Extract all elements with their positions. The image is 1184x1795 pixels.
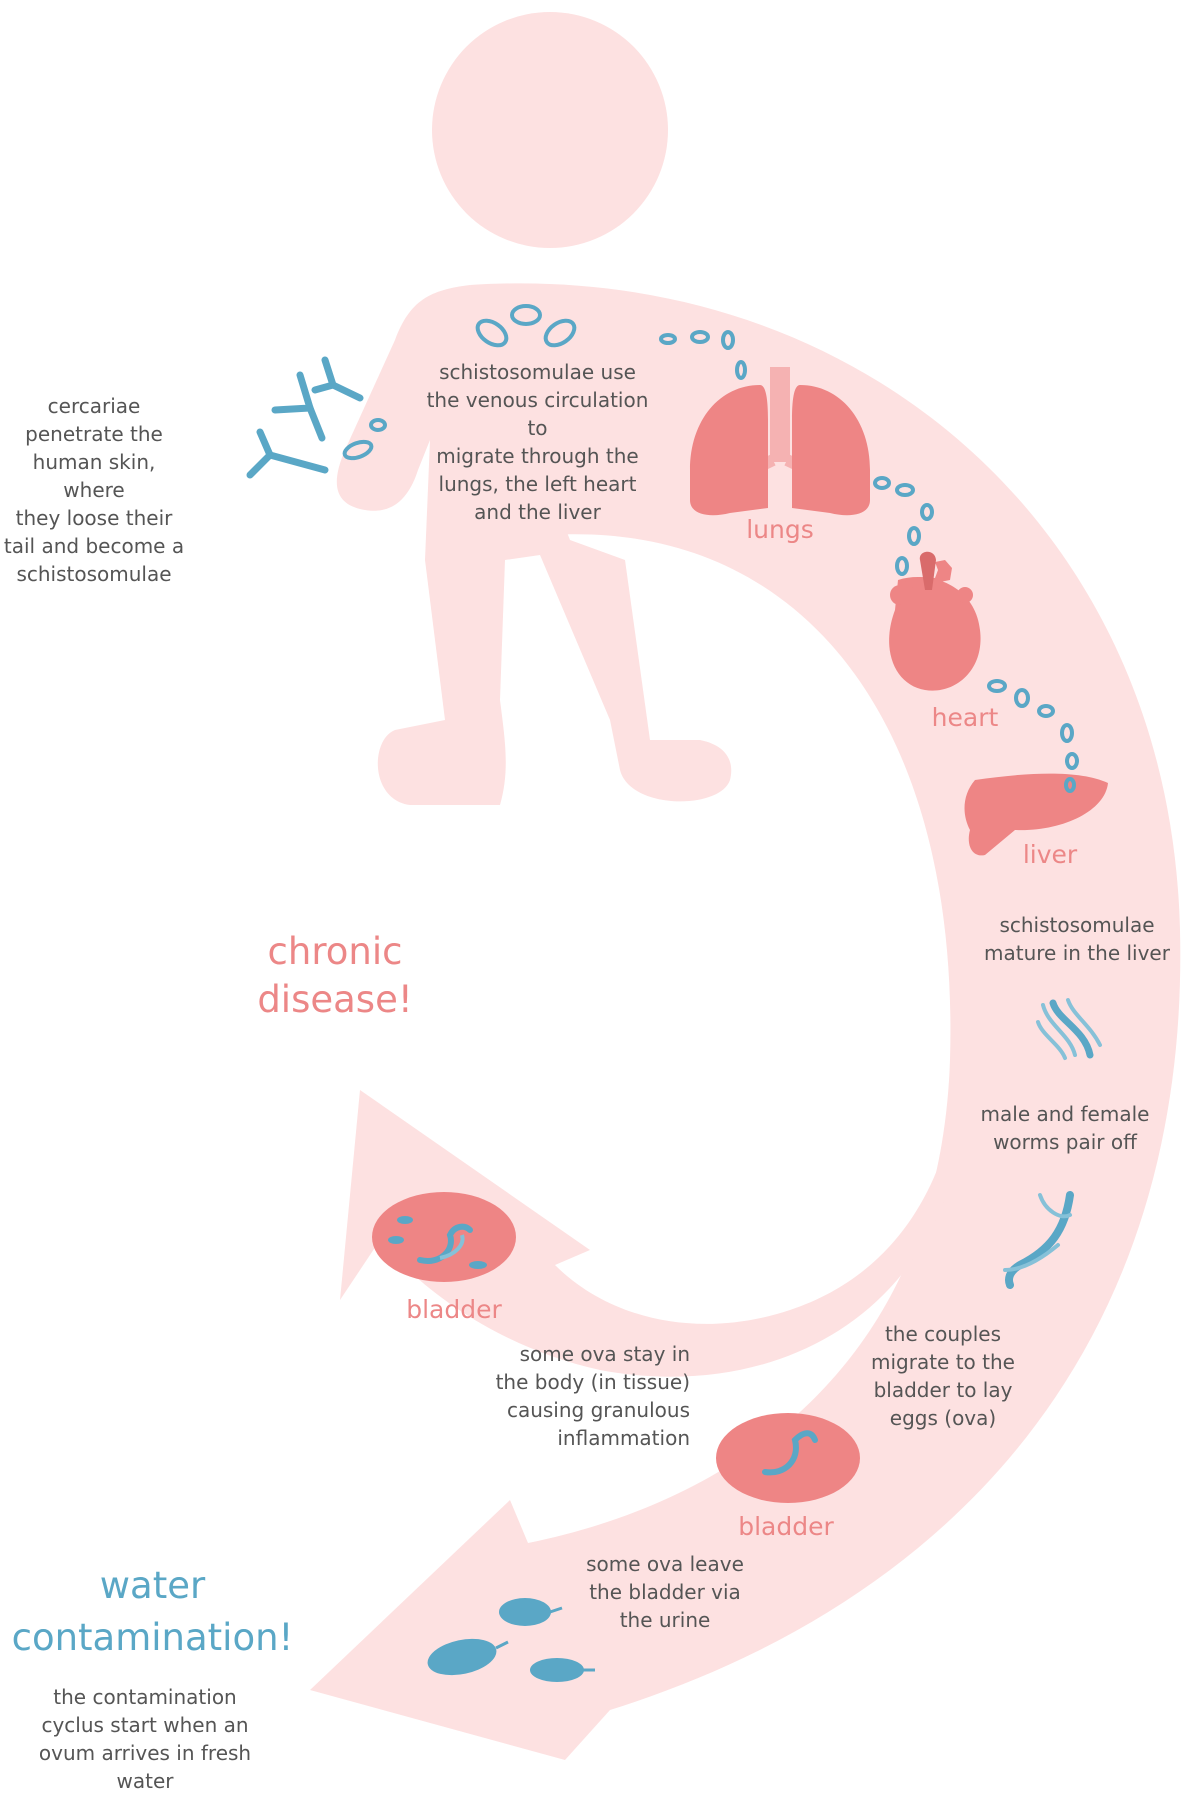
- lungs-label: lungs: [720, 515, 840, 544]
- heart-label: heart: [905, 703, 1025, 732]
- step-pair-text: male and female worms pair off: [975, 1100, 1155, 1156]
- bladder-icon: [716, 1413, 860, 1503]
- liver-label: liver: [990, 840, 1110, 869]
- water-contamination-label: water contamination!: [0, 1560, 305, 1664]
- chronic-disease-label: chronic disease!: [230, 928, 440, 1024]
- contamination-text: the contamination cyclus start when an o…: [30, 1683, 260, 1795]
- step-cercariae-text: cercariae penetrate the human skin, wher…: [0, 392, 188, 588]
- bladder-icon: [372, 1192, 516, 1282]
- bladder-label-lower: bladder: [726, 1512, 846, 1541]
- bladder-label-upper: bladder: [394, 1295, 514, 1324]
- step-mature-text: schistosomulae mature in the liver: [982, 911, 1172, 967]
- step-ova-stay-text: some ova stay in the body (in tissue) ca…: [430, 1340, 690, 1452]
- step-migrate-text: schistosomulae use the venous circulatio…: [415, 358, 660, 526]
- step-ova-leave-text: some ova leave the bladder via the urine: [575, 1550, 755, 1634]
- step-couples-text: the couples migrate to the bladder to la…: [857, 1320, 1029, 1432]
